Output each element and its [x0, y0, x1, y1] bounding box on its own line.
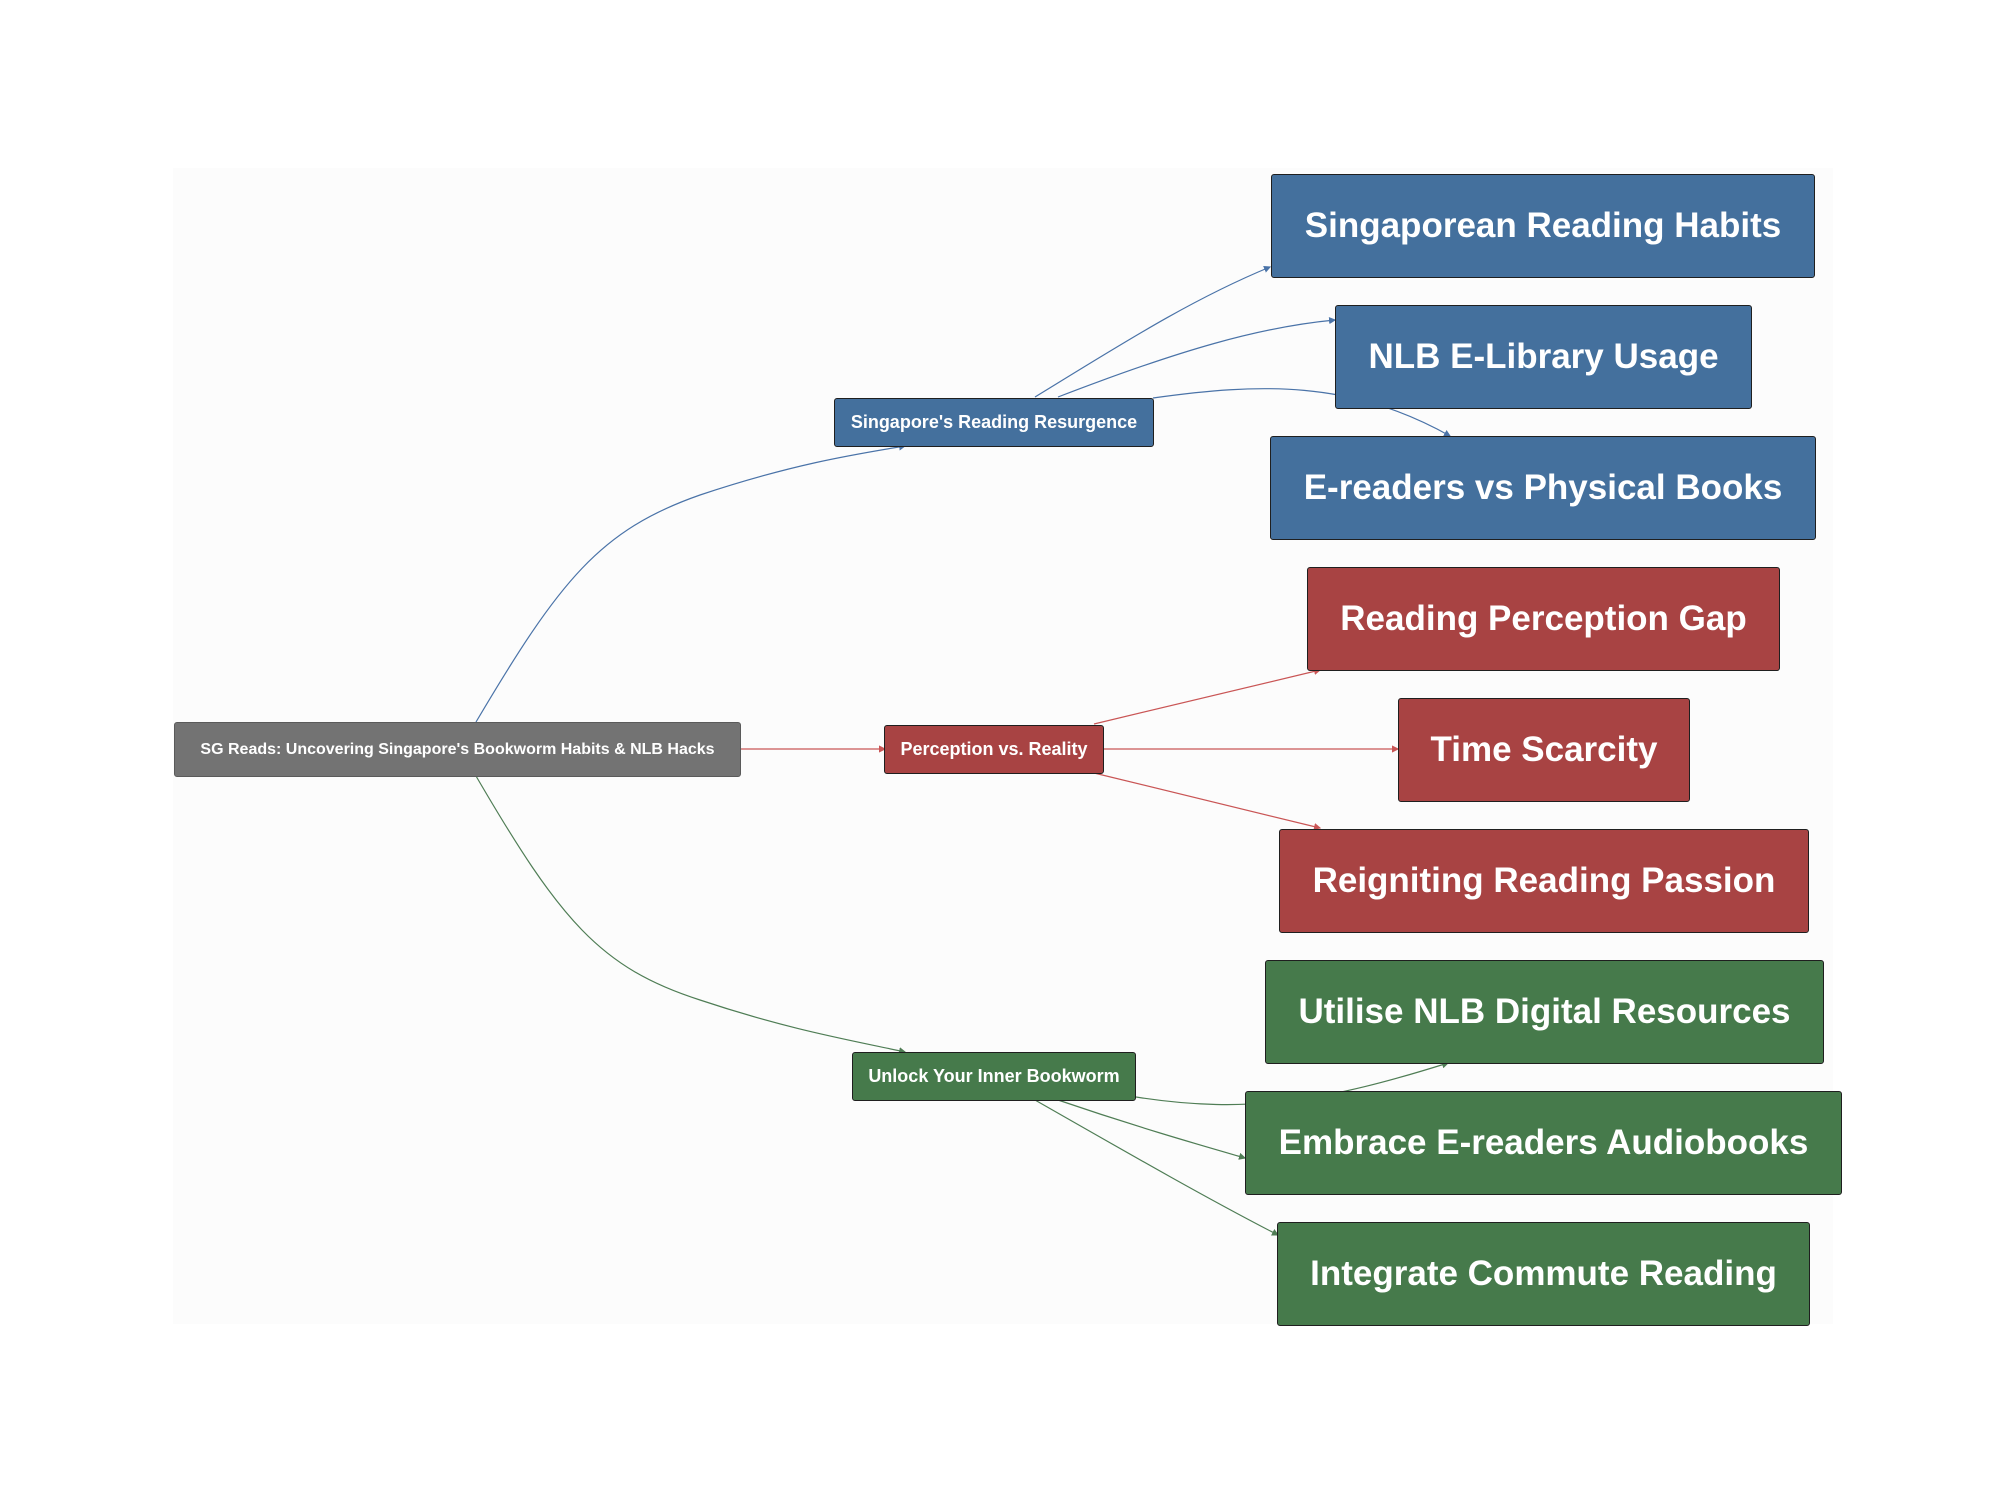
edge-perception-to-passion [1093, 772, 1322, 831]
edge-resurgence-to-ereaders [1152, 388, 1452, 437]
leaf-node-reigniting-passion[interactable]: Reigniting Reading Passion [1279, 829, 1809, 933]
branch-node-perception-vs-reality[interactable]: Perception vs. Reality [884, 725, 1104, 774]
edge-bookworm-to-commute [1034, 1099, 1280, 1236]
branch-node-reading-resurgence[interactable]: Singapore's Reading Resurgence [834, 398, 1154, 447]
leaf-node-nlb-elibrary[interactable]: NLB E-Library Usage [1335, 305, 1752, 409]
edge-perception-to-gap [1093, 667, 1322, 725]
leaf-node-ereaders-audiobooks[interactable]: Embrace E-readers Audiobooks [1245, 1091, 1842, 1195]
leaf-node-nlb-digital-resources[interactable]: Utilise NLB Digital Resources [1265, 960, 1824, 1064]
leaf-node-commute-reading[interactable]: Integrate Commute Reading [1277, 1222, 1810, 1326]
leaf-node-time-scarcity[interactable]: Time Scarcity [1398, 698, 1690, 802]
edge-bookworm-to-embrace [1057, 1099, 1247, 1160]
edge-root-to-resurgence [475, 443, 907, 723]
edge-root-to-bookworm [475, 775, 907, 1055]
edge-resurgence-to-habits [1034, 265, 1272, 398]
leaf-node-reading-habits[interactable]: Singaporean Reading Habits [1271, 174, 1815, 278]
edge-resurgence-to-elibrary [1057, 316, 1337, 398]
root-node[interactable]: SG Reads: Uncovering Singapore's Bookwor… [174, 722, 741, 777]
branch-node-inner-bookworm[interactable]: Unlock Your Inner Bookworm [852, 1052, 1136, 1101]
leaf-node-ereaders-vs-physical[interactable]: E-readers vs Physical Books [1270, 436, 1816, 540]
leaf-node-perception-gap[interactable]: Reading Perception Gap [1307, 567, 1780, 671]
